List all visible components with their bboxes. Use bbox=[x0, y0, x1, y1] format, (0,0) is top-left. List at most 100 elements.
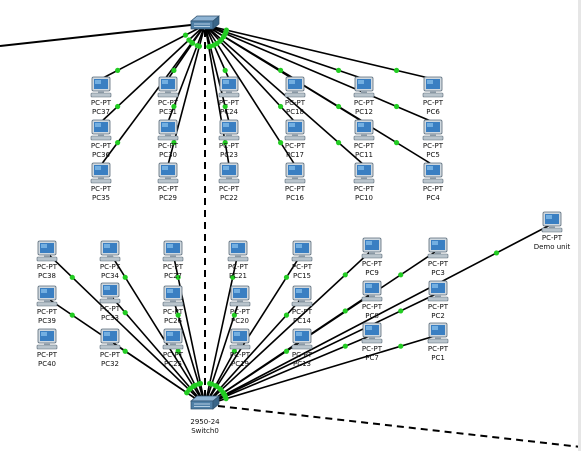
switch-port-light-PC22 bbox=[206, 44, 212, 50]
switch-name-label: Switch0 bbox=[191, 427, 219, 435]
device-port-light-PC33 bbox=[122, 310, 128, 316]
device-name-label: PC27 bbox=[164, 272, 182, 280]
device-port-light-PC15 bbox=[283, 274, 290, 280]
device-name-label: PC25 bbox=[164, 360, 182, 368]
vertical-scrollbar[interactable] bbox=[578, 0, 581, 451]
device-type-label: PC-PT bbox=[163, 263, 184, 271]
device-port-light-PC20 bbox=[231, 312, 237, 318]
device-name-label: PC7 bbox=[365, 354, 379, 362]
device-type-label: PC-PT bbox=[292, 351, 313, 359]
device-name-label: PC22 bbox=[220, 194, 238, 202]
pc-icon bbox=[36, 240, 58, 262]
device-type-label: PC-PT bbox=[285, 142, 306, 150]
device-name-label: PC34 bbox=[101, 272, 120, 280]
device-name-label: PC3 bbox=[431, 269, 445, 277]
cable-Demo[interactable] bbox=[204, 223, 553, 406]
pc-icon bbox=[36, 285, 58, 307]
device-port-light-PC10 bbox=[335, 140, 342, 146]
pc-icon bbox=[218, 119, 240, 141]
pc-icon bbox=[157, 119, 179, 141]
pc-icon bbox=[541, 211, 563, 233]
device-name-label: PC24 bbox=[220, 108, 239, 116]
device-type-label: PC-PT bbox=[100, 305, 121, 313]
pc-icon bbox=[157, 76, 179, 98]
device-type-label: PC-PT bbox=[354, 142, 375, 150]
device-type-label: PC-PT bbox=[37, 351, 58, 359]
device-port-light-PC7 bbox=[342, 343, 348, 349]
pc-icon bbox=[90, 76, 112, 98]
device-name-label: PC19 bbox=[231, 360, 249, 368]
device-type-label: PC-PT bbox=[292, 308, 313, 316]
device-name-label: PC32 bbox=[101, 360, 119, 368]
pc-icon bbox=[36, 328, 58, 350]
device-type-label: PC-PT bbox=[285, 99, 306, 107]
switch-top[interactable] bbox=[190, 15, 220, 30]
switch-port-light-PC32 bbox=[184, 390, 190, 396]
device-type-label: PC-PT bbox=[292, 263, 313, 271]
pc-icon bbox=[353, 119, 375, 141]
device-type-label: PC-PT bbox=[158, 185, 179, 193]
device-name-label: PC35 bbox=[92, 194, 110, 202]
trunk-cable-2[interactable] bbox=[0, 23, 201, 47]
pc-icon bbox=[284, 162, 306, 184]
device-name-label: PC2 bbox=[431, 312, 445, 320]
pc-icon bbox=[427, 322, 449, 344]
device-type-label: PC-PT bbox=[219, 99, 240, 107]
pc-icon bbox=[229, 328, 251, 350]
pc-icon bbox=[361, 322, 383, 344]
trunk-cable-1[interactable] bbox=[217, 405, 581, 448]
device-port-light-PC17 bbox=[278, 103, 284, 110]
device-type-label: PC-PT bbox=[428, 345, 449, 353]
device-port-light-PC11 bbox=[335, 103, 342, 110]
device-port-light-PC4 bbox=[393, 140, 400, 146]
device-port-light-PC16 bbox=[278, 140, 284, 146]
device-name-label: PC16 bbox=[286, 194, 305, 202]
device-type-label: PC-PT bbox=[428, 260, 449, 268]
device-type-label: PC-PT bbox=[37, 263, 58, 271]
device-name-label: PC15 bbox=[293, 272, 311, 280]
